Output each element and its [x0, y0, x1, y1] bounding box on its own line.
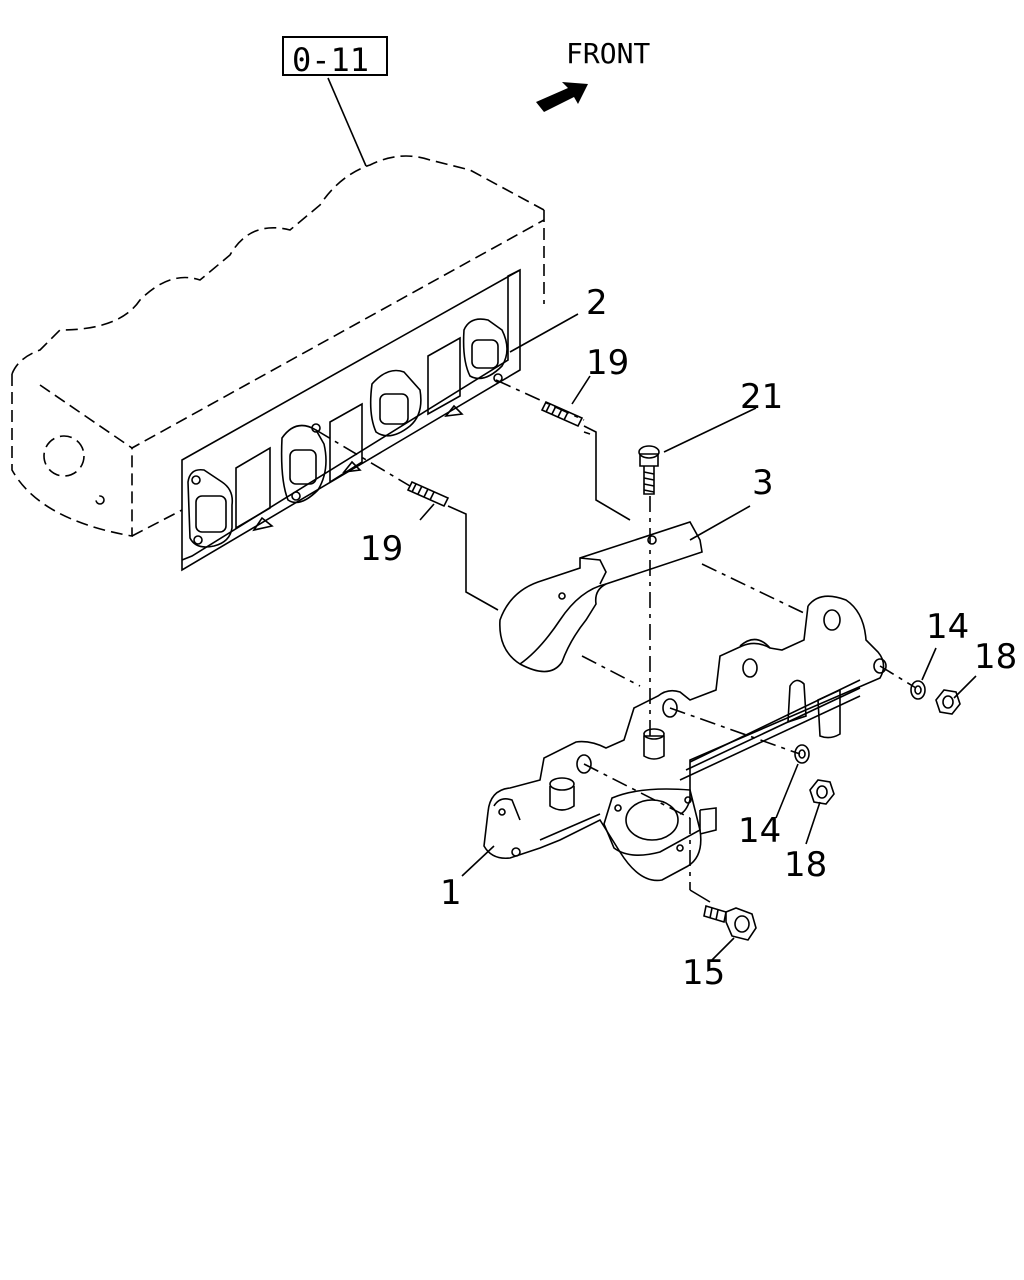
- exhaust-manifold: [484, 596, 886, 880]
- nut-18-lower: [810, 780, 834, 804]
- washer-14-right-hole: [915, 686, 921, 694]
- assembly-solid-lines: [448, 426, 710, 902]
- reference-leader-line: [328, 78, 366, 166]
- front-direction-label: FRONT: [566, 37, 651, 70]
- callout-18-right: 18: [974, 637, 1018, 677]
- callout-14-lower: 14: [738, 811, 782, 851]
- callout-21: 21: [740, 377, 784, 417]
- assembly-lines: [316, 380, 916, 890]
- callout-15: 15: [682, 953, 726, 993]
- front-arrow-icon: [536, 82, 588, 112]
- nut-18-right: [936, 690, 960, 714]
- callout-2: 2: [586, 283, 608, 323]
- callout-19-upper: 19: [586, 343, 630, 383]
- manifold-gasket: [182, 270, 520, 570]
- stud-19-upper: [542, 402, 582, 426]
- bolt-15: [704, 906, 756, 940]
- reference-box: 0-11: [282, 36, 388, 79]
- washer-14-right: [911, 681, 925, 699]
- heat-shield: [500, 522, 702, 672]
- callout-18-lower: 18: [784, 845, 828, 885]
- stud-19-lower: [408, 482, 448, 506]
- callout-19-lower: 19: [360, 529, 404, 569]
- callout-leaders: [420, 314, 976, 960]
- callout-3: 3: [752, 463, 774, 503]
- washer-14-lower: [795, 745, 809, 763]
- callout-1: 1: [440, 873, 462, 913]
- cylinder-head-block: [12, 156, 544, 536]
- reference-label: 0-11: [292, 41, 370, 79]
- bolt-21: [639, 446, 659, 494]
- callout-14-right: 14: [926, 607, 970, 647]
